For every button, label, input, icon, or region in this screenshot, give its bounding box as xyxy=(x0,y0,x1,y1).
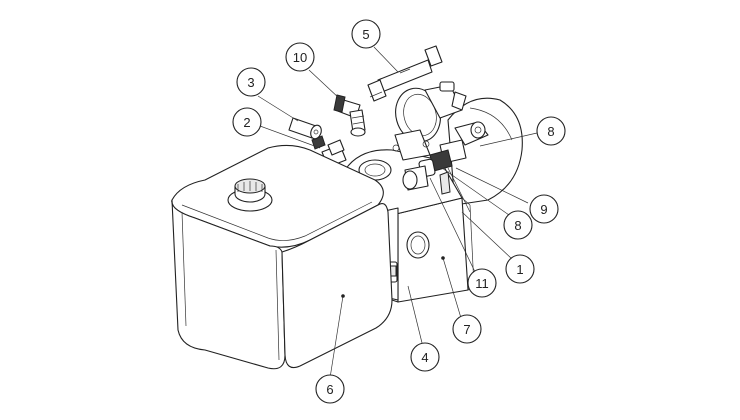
leader-lines xyxy=(257,46,538,379)
reservoir-tank xyxy=(171,144,393,370)
callout-2: 2 xyxy=(232,107,262,137)
filter-part-5 xyxy=(367,45,443,102)
callout-5: 5 xyxy=(351,19,381,49)
callout-10: 10 xyxy=(285,42,315,72)
callout-8b-label: 8 xyxy=(514,218,521,233)
callout-2-label: 2 xyxy=(243,115,250,130)
solenoid-valve xyxy=(392,81,467,161)
elbow-fitting-part-10 xyxy=(333,94,366,137)
callout-4: 4 xyxy=(410,342,440,372)
fitting-assembly xyxy=(402,121,489,213)
callout-5-label: 5 xyxy=(362,27,369,42)
callout-7: 7 xyxy=(452,314,482,344)
callout-3: 3 xyxy=(236,67,266,97)
callout-6-label: 6 xyxy=(326,382,333,397)
callout-1-label: 1 xyxy=(516,262,523,277)
callout-11-label: 11 xyxy=(475,276,489,291)
callout-6: 6 xyxy=(315,374,345,404)
callout-11: 11 xyxy=(467,268,497,298)
callout-8a: 8 xyxy=(536,116,566,146)
callout-10-label: 10 xyxy=(293,50,307,65)
callout-1: 1 xyxy=(505,254,535,284)
pump-body xyxy=(387,197,475,303)
callout-9-label: 9 xyxy=(540,202,547,217)
callout-8b: 8 xyxy=(503,210,533,240)
callout-9: 9 xyxy=(529,194,559,224)
callout-7-label: 7 xyxy=(463,322,470,337)
callout-8a-label: 8 xyxy=(547,124,554,139)
callout-3-label: 3 xyxy=(247,75,254,90)
callout-4-label: 4 xyxy=(421,350,428,365)
tube-part-3 xyxy=(288,117,322,140)
